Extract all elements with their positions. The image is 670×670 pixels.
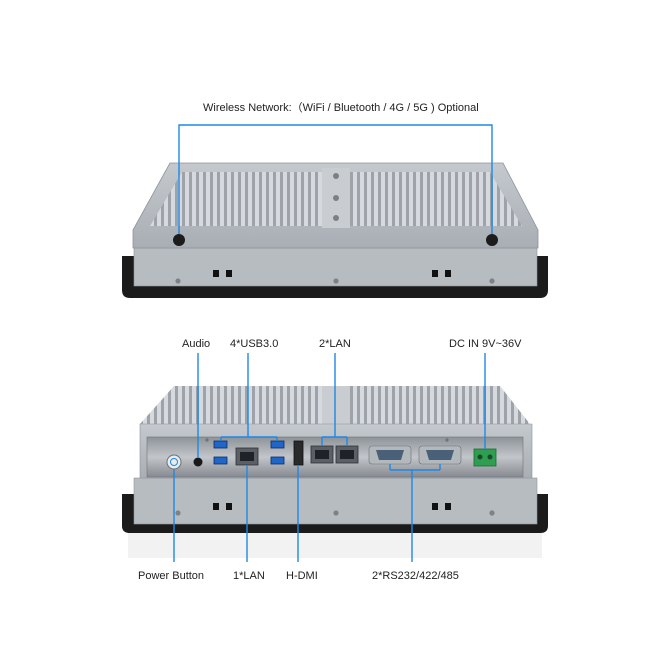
top-heatsink-fins-right [350,172,522,226]
callout-lines [173,124,493,562]
lan1-label: 1*LAN [233,570,265,582]
hdmi-port [293,440,304,466]
callout-wireless [178,124,493,234]
serial-port-1-connector [376,450,404,460]
dc-terminal-block [473,448,497,467]
serial-port-2-connector [426,450,454,460]
screw-icon [445,438,449,442]
screw-icon [489,278,495,284]
screw-icon [333,195,339,201]
screw-icon [333,278,339,284]
terminal-screw-icon [477,454,483,460]
hdmi-label: H-DMI [286,570,318,582]
top-heatsink-fins-left [150,172,322,226]
screw-icon [333,510,339,516]
audio-jack [193,457,203,467]
dc-in-label: DC IN 9V~36V [449,338,522,350]
rear-lower-body [133,477,538,525]
lan-port-2b-socket [340,450,354,459]
lan-port-1-socket [240,452,254,461]
antenna-port-right [486,234,498,246]
rear-center-channel [322,386,350,424]
vent-slot [432,503,438,510]
power-button [166,454,182,470]
lan-port-2a-socket [315,450,329,459]
lan2-label: 2*LAN [319,338,351,350]
vent-slot [213,503,219,510]
vent-slot [213,270,219,277]
usb-port [213,440,228,449]
io-plate [146,436,524,478]
screw-icon [175,278,181,284]
vent-slot [226,270,232,277]
vent-slot [226,503,232,510]
vent-slot [432,270,438,277]
power-button-label: Power Button [138,570,205,582]
usb-label: 4*USB3.0 [230,338,279,350]
power-icon [170,458,178,466]
audio-label: Audio [182,338,211,350]
screw-icon [175,510,181,516]
screw-icon [489,510,495,516]
wireless-label: Wireless Network:（WiFi / Bluetooth / 4G … [203,102,479,114]
usb-port [270,440,285,449]
reflection [128,530,542,558]
usb-port [213,456,228,465]
terminal-screw-icon [487,454,493,460]
vent-slot [445,503,451,510]
serial-label: 2*RS232/422/485 [372,570,459,582]
screw-icon [205,438,209,442]
usb-port [270,456,285,465]
screw-icon [333,173,339,179]
screw-icon [333,215,339,221]
antenna-port-left [173,234,185,246]
vent-slot [445,270,451,277]
